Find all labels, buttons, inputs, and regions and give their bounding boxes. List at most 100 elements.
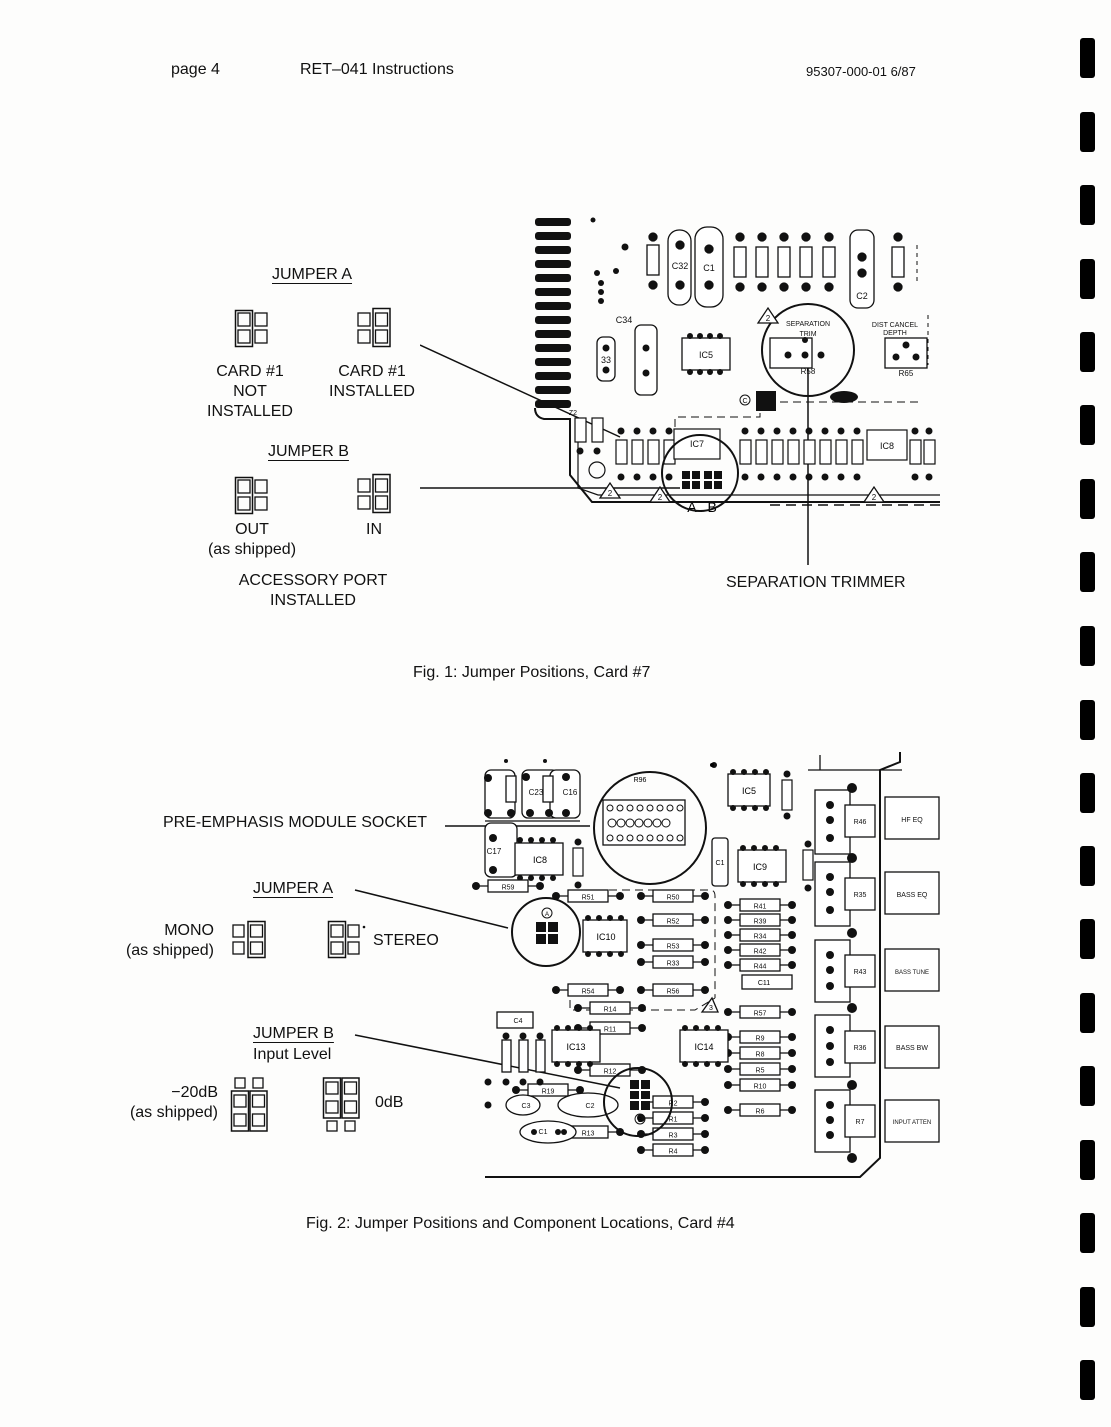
label-line: MONO xyxy=(164,922,214,939)
jumper-a-highlight xyxy=(511,897,581,967)
resistor: R54 xyxy=(552,983,624,997)
label-ic5: IC5 xyxy=(699,350,713,360)
fig2-jumper-b-title: JUMPER B xyxy=(253,1025,334,1042)
binding-hole xyxy=(1080,1066,1095,1106)
fig1-jumper-b-option-1-label: OUT (as shipped) xyxy=(200,520,304,560)
binding-hole xyxy=(1080,846,1095,886)
resistor-label: R57 xyxy=(754,1011,767,1018)
label-ic13: IC13 xyxy=(566,1042,585,1052)
pot-ref: R46 xyxy=(854,819,867,826)
binding-hole xyxy=(1080,479,1095,519)
label-line: (as shipped) xyxy=(129,1104,218,1121)
label-c23: C23 xyxy=(529,788,544,797)
label-mark-a: A xyxy=(545,912,549,918)
label-line: INSTALLED xyxy=(270,592,356,609)
label-r65: R65 xyxy=(899,369,914,378)
label-separation: SEPARATION xyxy=(786,321,830,328)
resistor: R10 xyxy=(724,1078,796,1092)
resistor-label: R5 xyxy=(756,1068,765,1075)
fig1-jumper-a-option-2-diagram xyxy=(357,307,391,348)
resistor-label: R34 xyxy=(754,934,767,941)
label-ic8: IC8 xyxy=(533,855,547,865)
resistor: R19 xyxy=(512,1083,584,1097)
binding-hole xyxy=(1080,552,1095,592)
pot-ref: R36 xyxy=(854,1045,867,1052)
pot-label: HF EQ xyxy=(901,817,923,824)
pot-label: BASS TUNE xyxy=(895,970,929,976)
label-c-marker: C xyxy=(742,398,747,405)
binding-hole xyxy=(1080,1360,1095,1400)
pre-emphasis-socket-highlight xyxy=(593,771,707,885)
label-trim: TRIM xyxy=(799,331,816,338)
binding-hole xyxy=(1080,919,1095,959)
label-triangle-2: 2 xyxy=(608,489,613,498)
label-line: CARD #1 xyxy=(338,363,406,380)
label-c17: C17 xyxy=(487,847,502,856)
page-number: page 4 xyxy=(171,61,220,78)
resistor: R56 xyxy=(637,983,709,997)
resistor-label: R52 xyxy=(667,919,680,926)
label-triangle-3: 3 xyxy=(709,1005,713,1012)
resistor: R5 xyxy=(724,1062,796,1076)
label-c16: C16 xyxy=(563,788,578,797)
resistor-label: R33 xyxy=(667,961,680,968)
pot-label: BASS EQ xyxy=(897,892,928,899)
trim-pots: R46 HF EQ R35 BASS EQ R43 BASS TUNE R36 … xyxy=(814,783,940,1163)
resistor: R52 xyxy=(637,913,709,927)
jumper-a-leader-line xyxy=(354,889,509,929)
resistor: R9 xyxy=(724,1030,796,1044)
label-ic9: IC9 xyxy=(753,862,767,872)
resistor-label: R41 xyxy=(754,904,767,911)
pot-label: INPUT ATTEN xyxy=(893,1120,931,1126)
label-ic8: IC8 xyxy=(880,441,894,451)
fig2-stereo-label: STEREO xyxy=(373,932,439,949)
label-ic10: IC10 xyxy=(596,932,615,942)
label-c33: 33 xyxy=(601,355,611,365)
fig1-jumper-b-option-2-diagram xyxy=(357,473,391,514)
binding-hole xyxy=(1080,259,1095,299)
top-row-components xyxy=(646,226,905,309)
fig1-circuit-board: C32 C1 C2 C34 33 IC5 SEPARAT xyxy=(420,217,940,565)
binding-hole xyxy=(1080,405,1095,445)
resistor-label: R53 xyxy=(667,944,680,951)
fig1-jumper-a-option-2-label: CARD #1 INSTALLED xyxy=(320,362,424,402)
resistor: R14 xyxy=(574,1001,646,1015)
resistor-label: R10 xyxy=(754,1084,767,1091)
fig2-circuit-board: C23 C16 C17 IC8 R96 IC5 IC9 C1 xyxy=(354,752,940,1178)
resistor-label: R19 xyxy=(542,1089,555,1096)
label-line: ACCESSORY PORT xyxy=(238,572,388,589)
label-c34: C34 xyxy=(616,315,633,325)
binding-hole xyxy=(1080,773,1095,813)
resistor: R41 xyxy=(724,898,796,912)
resistor: R4 xyxy=(637,1143,709,1157)
fig1-jumper-a-option-1-diagram xyxy=(234,309,268,348)
label-line: IN xyxy=(366,521,382,538)
jumper-ab-highlight xyxy=(661,434,739,512)
binding-hole xyxy=(1080,112,1095,152)
binding-hole xyxy=(1080,700,1095,740)
resistor: R51 xyxy=(552,889,624,903)
label-triangle-2: 2 xyxy=(658,493,663,502)
binding-hole xyxy=(1080,1140,1095,1180)
resistor-label: R2 xyxy=(669,1101,678,1108)
jumper-a-leader-line xyxy=(420,344,621,438)
separation-trimmer-highlight xyxy=(761,303,855,397)
label-c4: C4 xyxy=(514,1018,523,1025)
label-r96: R96 xyxy=(634,777,647,784)
fig2-stereo-jumper-diagram xyxy=(327,920,366,959)
fig2-0db-jumper-diagram xyxy=(322,1077,360,1132)
label-triangle-2: 2 xyxy=(766,314,771,323)
resistor-label: R14 xyxy=(604,1007,617,1014)
resistor: R39 xyxy=(724,913,796,927)
binding-hole xyxy=(1080,185,1095,225)
label-line: (as shipped) xyxy=(207,541,297,558)
jumper-b-highlight xyxy=(603,1067,673,1137)
label-c2: C2 xyxy=(586,1103,595,1110)
resistor-label: R51 xyxy=(582,895,595,902)
fig2-jumper-a-title: JUMPER A xyxy=(253,880,334,897)
jumper-b-leader-line xyxy=(354,1034,621,1089)
resistor-label: R3 xyxy=(669,1133,678,1140)
pot-ref: R43 xyxy=(854,969,867,976)
separation-trimmer-callout: SEPARATION TRIMMER xyxy=(726,574,906,591)
label-jumper-ab: A . B xyxy=(687,499,717,515)
